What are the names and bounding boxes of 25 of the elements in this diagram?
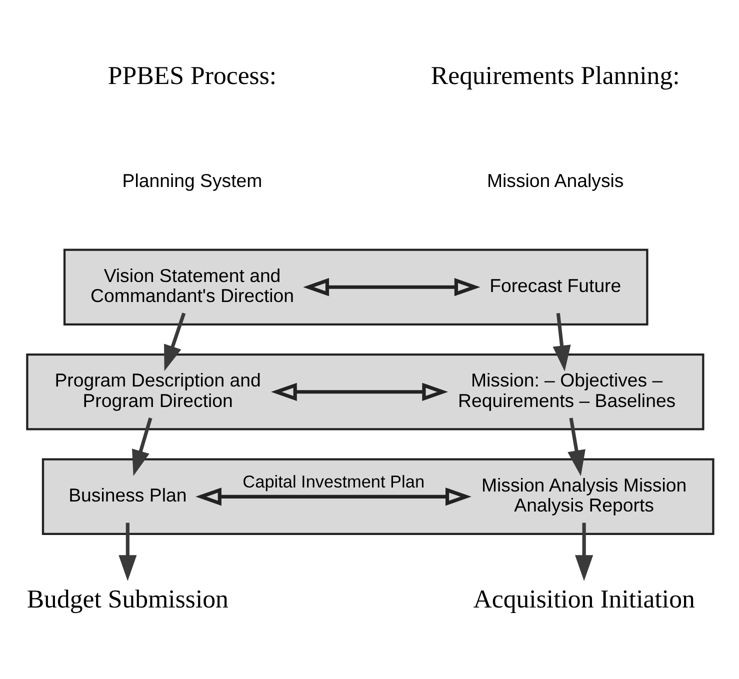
- arrow: [132, 417, 152, 476]
- arrow: [575, 522, 594, 581]
- node-text: Vision Statement and Commandant's Direction: [90, 264, 294, 306]
- node-text: Program Description and Program Direction: [54, 370, 261, 411]
- node-text: Mission: – Objectives – Requirements – Baselines: [458, 370, 676, 411]
- node-text: Forecast Future: [490, 274, 622, 296]
- node-text: Acquisition Initiation: [473, 584, 695, 614]
- arrow: [568, 418, 586, 476]
- label: PPBES Process:: [108, 60, 277, 90]
- cluster: [63, 248, 648, 326]
- node-text: Mission Analysis Mission Analysis Reports: [482, 474, 687, 516]
- arrow: [164, 312, 186, 372]
- cluster: [26, 354, 704, 430]
- arrow: [196, 488, 472, 506]
- arrow: [271, 382, 448, 401]
- arrow: [118, 522, 137, 581]
- label: Mission Analysis: [486, 170, 624, 192]
- node-text: Business Plan: [68, 484, 187, 506]
- label: Planning System: [122, 170, 262, 192]
- arrow: [552, 313, 571, 372]
- cluster: [42, 458, 714, 536]
- arrow: [303, 278, 480, 296]
- label: Requirements Planning:: [430, 60, 680, 90]
- node-text: Budget Submission: [26, 584, 228, 614]
- edge-label: Capital Investment Plan: [242, 471, 425, 492]
